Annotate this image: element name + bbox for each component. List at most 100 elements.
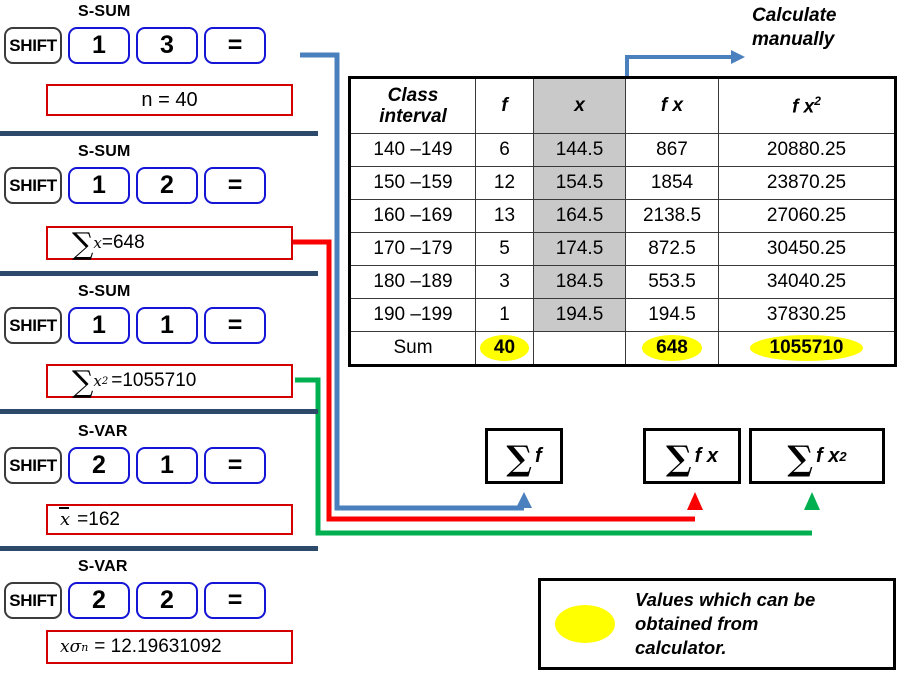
table-row: 150 –159 12 154.5 1854 23870.25 [349,166,896,200]
key-1-2[interactable]: 3 [136,27,198,64]
header-class-interval-line1: Class [387,84,439,106]
table-row: 180 –189 3 184.5 553.5 34040.25 [349,265,896,299]
result-var-2: x [93,234,102,252]
header-x: x [533,77,626,134]
key-1-equals[interactable]: = [204,27,266,64]
yellow-highlight-swatch-icon [555,605,615,643]
cell-f: 6 [475,133,534,167]
sigma-symbol-3: ∑ [72,365,94,400]
sigma-symbol-sumbox-fx2: ∑ [787,439,814,479]
key-4-2[interactable]: 1 [136,447,198,484]
header-fx2-sup: 2 [814,93,821,108]
shift-key-4[interactable]: SHIFT [4,447,62,484]
cell-f: 3 [475,265,534,299]
cell-f: 5 [475,232,534,266]
key-row-5: SHIFT 2 2 = [4,582,266,619]
legend-line1: Values which can be [635,589,816,611]
cell-x: 164.5 [533,199,626,233]
header-fx2-base: f x [792,96,815,118]
sum-fx-label: f x [694,444,718,467]
frequency-table-wrapper: Class interval f x f x f x2 140 –149 6 1… [348,76,897,367]
sum-f-box: ∑f [485,428,563,484]
cell-sum-x [533,331,626,366]
header-class-interval-line2: interval [379,106,447,127]
key-4-equals[interactable]: = [204,447,266,484]
x-bar-symbol-4: x [58,507,71,530]
cell-fx2: 27060.25 [718,199,896,233]
cell-x: 174.5 [533,232,626,266]
calculate-manually-line1: Calculate [752,5,837,26]
shift-key-2[interactable]: SHIFT [4,167,62,204]
mode-label-2: S-SUM [78,143,131,160]
cell-fx2: 20880.25 [718,133,896,167]
shift-key-3[interactable]: SHIFT [4,307,62,344]
key-4-1[interactable]: 2 [68,447,130,484]
header-class-interval: Class interval [349,77,476,134]
cell-fx2: 34040.25 [718,265,896,299]
result-text-1: n = 40 [141,88,198,111]
key-1-1[interactable]: 1 [68,27,130,64]
result-box-4: x =162 [46,504,293,535]
key-row-3: SHIFT 1 1 = [4,307,266,344]
cell-class-interval: 160 –169 [349,199,476,233]
key-3-2[interactable]: 1 [136,307,198,344]
key-3-equals[interactable]: = [204,307,266,344]
shift-key-1[interactable]: SHIFT [4,27,62,64]
cell-class-interval: 190 –199 [349,298,476,332]
key-3-1[interactable]: 1 [68,307,130,344]
result-sub-5: n [81,640,89,654]
table-header-row: Class interval f x f x f x2 [349,77,896,134]
cell-class-interval: 140 –149 [349,133,476,167]
key-2-equals[interactable]: = [204,167,266,204]
shift-key-5[interactable]: SHIFT [4,582,62,619]
key-2-1[interactable]: 1 [68,167,130,204]
cell-class-interval: 180 –189 [349,265,476,299]
highlight-sum-fx: 648 [642,335,702,361]
result-var-5: x [60,637,70,657]
calculate-manually-arrow [625,50,745,76]
sigma-lower-symbol-5: σ [69,637,82,657]
key-row-2: SHIFT 1 2 = [4,167,266,204]
cell-x: 144.5 [533,133,626,167]
header-fx: f x [625,77,719,134]
cell-fx2: 23870.25 [718,166,896,200]
key-5-1[interactable]: 2 [68,582,130,619]
result-box-2: ∑x=648 [46,226,293,260]
sigma-symbol-2: ∑ [72,227,94,262]
table-sum-row: Sum 40 648 1055710 [349,331,896,366]
table-row: 170 –179 5 174.5 872.5 30450.25 [349,232,896,266]
cell-f: 12 [475,166,534,200]
highlight-sum-f: 40 [479,335,530,361]
key-5-equals[interactable]: = [204,582,266,619]
frequency-table: Class interval f x f x f x2 140 –149 6 1… [348,76,897,367]
cell-sum-label: Sum [349,331,476,366]
sum-fx2-label: f x [816,444,840,467]
result-var-3: x [93,372,102,390]
table-row: 160 –169 13 164.5 2138.5 27060.25 [349,199,896,233]
result-value-3: =1055710 [111,370,197,391]
calculate-manually-line2: manually [752,28,835,50]
cell-fx: 1854 [625,166,719,200]
highlight-sum-fx2: 1055710 [749,335,864,361]
cell-class-interval: 170 –179 [349,232,476,266]
key-row-4: SHIFT 2 1 = [4,447,266,484]
cell-fx2: 37830.25 [718,298,896,332]
cell-fx2: 30450.25 [718,232,896,266]
key-5-2[interactable]: 2 [136,582,198,619]
result-value-4: =162 [77,508,120,530]
key-2-2[interactable]: 2 [136,167,198,204]
result-sup-3: 2 [101,375,109,387]
separator-4 [0,546,318,551]
calculate-manually-note: Calculate manually [752,4,900,52]
mode-label-4: S-VAR [78,423,128,440]
cell-f: 13 [475,199,534,233]
cell-fx: 867 [625,133,719,167]
legend-line3: calculator. [635,636,727,658]
mode-label-5: S-VAR [78,558,128,575]
sigma-symbol-sumbox-fx: ∑ [666,439,692,479]
cell-fx: 2138.5 [625,199,719,233]
result-value-2: =648 [101,232,145,253]
result-box-1: n = 40 [46,84,293,116]
